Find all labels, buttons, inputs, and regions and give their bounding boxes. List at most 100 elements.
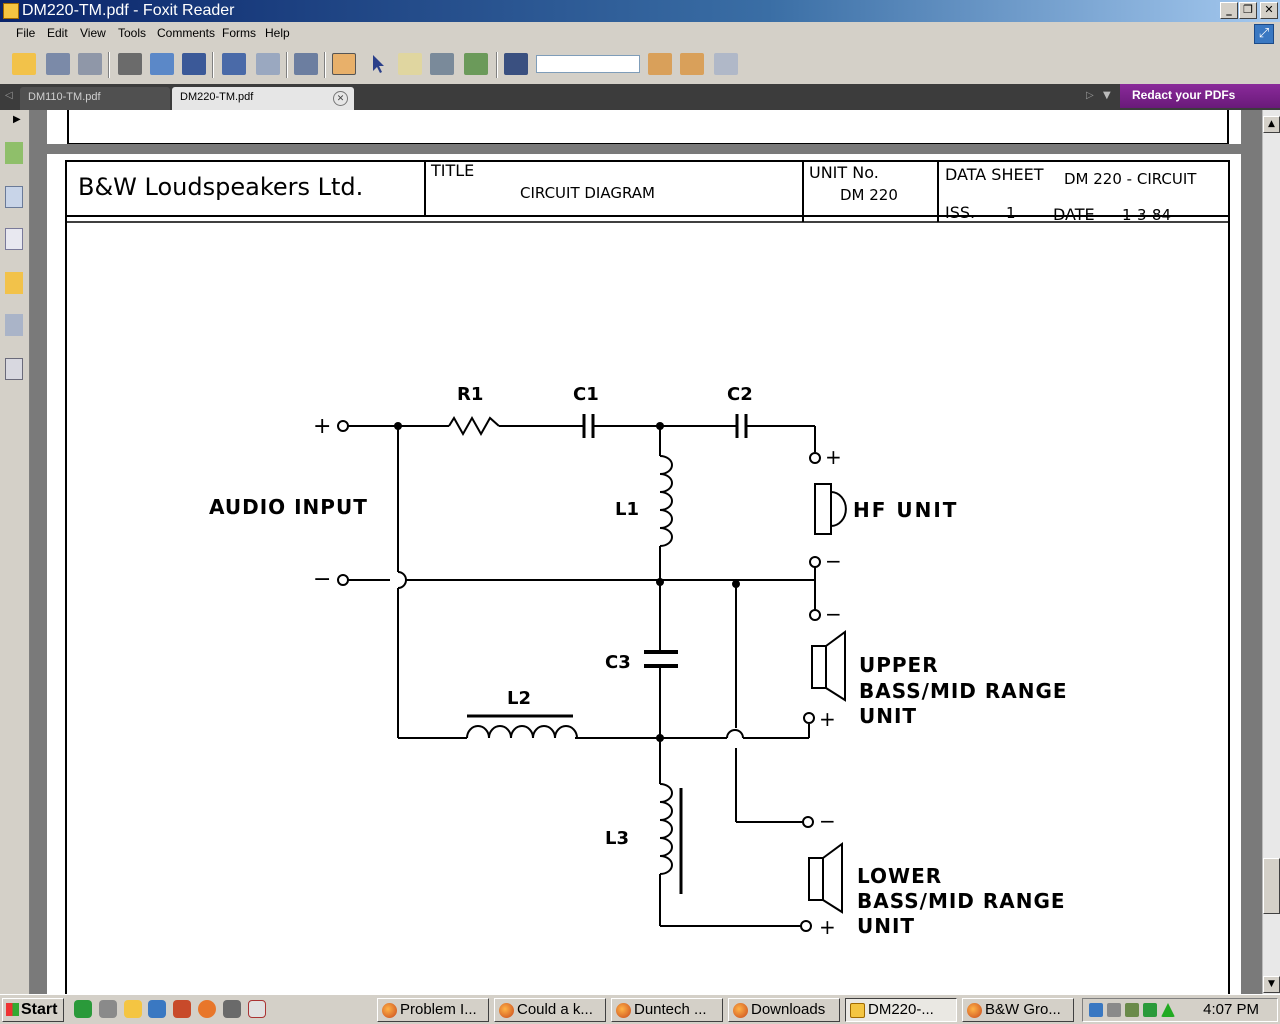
navigation-panel: ▶ bbox=[0, 110, 30, 994]
properties-icon[interactable] bbox=[256, 53, 280, 75]
task-label: Duntech ... bbox=[634, 1001, 707, 1018]
title-bar: DM220-TM.pdf - Foxit Reader _ ❐ ✕ bbox=[0, 0, 1280, 22]
tab-dm220[interactable]: DM220-TM.pdf ✕ bbox=[172, 87, 354, 110]
taskbar: Start Problem I... Could a k... Duntech … bbox=[0, 994, 1280, 1024]
document-view[interactable]: B&W Loudspeakers Ltd. TITLE CIRCUIT DIAG… bbox=[30, 110, 1262, 994]
tab-scroll-right-icon[interactable]: ▷ bbox=[1086, 90, 1094, 101]
lower-label-3: UNIT bbox=[857, 914, 915, 938]
company-name: B&W Loudspeakers Ltd. bbox=[78, 173, 363, 201]
pages-icon[interactable] bbox=[5, 186, 23, 208]
task-button[interactable]: Downloads bbox=[728, 998, 840, 1022]
quicklaunch-app-icon[interactable] bbox=[74, 1000, 92, 1018]
redact-promo[interactable]: Redact your PDFs bbox=[1120, 84, 1280, 108]
upper-label-2: BASS/MID RANGE bbox=[859, 679, 1068, 703]
hf-minus-label: − bbox=[825, 549, 842, 573]
quicklaunch-firefox-icon[interactable] bbox=[198, 1000, 216, 1018]
task-label: B&W Gro... bbox=[985, 1001, 1061, 1018]
toolbar bbox=[0, 44, 1280, 85]
print-icon[interactable] bbox=[118, 53, 142, 75]
task-button[interactable]: Duntech ... bbox=[611, 998, 723, 1022]
tray-safe-remove-icon[interactable] bbox=[1143, 1003, 1157, 1017]
l2-label: L2 bbox=[507, 688, 531, 709]
unit-label: UNIT No. bbox=[809, 163, 879, 182]
quicklaunch-gimp-icon[interactable] bbox=[223, 1000, 241, 1018]
quicklaunch-foxit-icon[interactable] bbox=[124, 1000, 142, 1018]
upper-minus-label: − bbox=[825, 602, 842, 626]
task-button[interactable]: Could a k... bbox=[494, 998, 606, 1022]
lower-label-2: BASS/MID RANGE bbox=[857, 889, 1066, 913]
tab-list-icon[interactable]: ▼ bbox=[1103, 90, 1111, 101]
hf-plus-label: + bbox=[825, 445, 842, 469]
find-options-icon[interactable] bbox=[714, 53, 738, 75]
lower-minus-label: − bbox=[819, 809, 836, 833]
scroll-thumb[interactable] bbox=[1263, 858, 1280, 914]
quicklaunch-antenna-icon[interactable] bbox=[173, 1000, 191, 1018]
firefox-icon bbox=[499, 1003, 514, 1018]
layers-icon[interactable] bbox=[5, 228, 23, 250]
signature-icon[interactable] bbox=[5, 358, 23, 380]
date-value: 1-3-84 bbox=[1122, 206, 1171, 224]
menu-tools[interactable]: Tools bbox=[118, 26, 147, 40]
find-input[interactable] bbox=[536, 55, 640, 73]
menu-edit[interactable]: Edit bbox=[47, 26, 68, 40]
quicklaunch-ie-icon[interactable] bbox=[148, 1000, 166, 1018]
save-all-icon[interactable] bbox=[78, 53, 102, 75]
close-button[interactable]: ✕ bbox=[1260, 2, 1278, 19]
foxit-app-icon bbox=[3, 3, 19, 19]
hand-tool-icon[interactable] bbox=[332, 53, 356, 75]
clock[interactable]: 4:07 PM bbox=[1203, 1001, 1259, 1018]
typewriter-icon[interactable] bbox=[464, 53, 488, 75]
datasheet-value: DM 220 - CIRCUIT bbox=[1064, 170, 1197, 188]
menu-view[interactable]: View bbox=[80, 26, 106, 40]
tray-alert-icon[interactable] bbox=[1161, 1003, 1175, 1017]
save-icon[interactable] bbox=[46, 53, 70, 75]
comments-icon[interactable] bbox=[5, 272, 23, 294]
email-icon[interactable] bbox=[150, 53, 174, 75]
attachment-icon[interactable] bbox=[5, 314, 23, 336]
lower-plus-label: + bbox=[819, 915, 836, 939]
volume-icon[interactable] bbox=[1107, 1003, 1121, 1017]
unit-value: DM 220 bbox=[840, 186, 898, 204]
tab-scroll-left-icon[interactable]: ◁ bbox=[5, 90, 13, 101]
quicklaunch-alien-icon[interactable] bbox=[99, 1000, 117, 1018]
c2-label: C2 bbox=[727, 384, 753, 405]
menu-file[interactable]: File bbox=[16, 26, 36, 40]
task-button-active[interactable]: DM220-... bbox=[845, 998, 957, 1022]
find-previous-icon[interactable] bbox=[648, 53, 672, 75]
l1-label: L1 bbox=[615, 499, 639, 520]
bookmarks-icon[interactable] bbox=[5, 142, 23, 164]
task-button[interactable]: Problem I... bbox=[377, 998, 489, 1022]
monitor-icon[interactable] bbox=[222, 53, 246, 75]
menu-help[interactable]: Help bbox=[265, 26, 290, 40]
quicklaunch-calendar-icon[interactable] bbox=[248, 1000, 266, 1018]
binoculars-icon[interactable] bbox=[504, 53, 528, 75]
date-label: DATE bbox=[1053, 205, 1095, 224]
vertical-scrollbar[interactable]: ▲ ▼ bbox=[1262, 110, 1280, 994]
select-text-icon[interactable] bbox=[398, 53, 422, 75]
scan-icon[interactable] bbox=[294, 53, 318, 75]
menu-comments[interactable]: Comments bbox=[157, 26, 216, 40]
pdf-page: B&W Loudspeakers Ltd. TITLE CIRCUIT DIAG… bbox=[47, 154, 1241, 994]
input-plus-label: + bbox=[313, 414, 331, 439]
task-label: Could a k... bbox=[517, 1001, 593, 1018]
facebook-icon[interactable] bbox=[182, 53, 206, 75]
scroll-up-icon[interactable]: ▲ bbox=[1263, 116, 1280, 133]
close-tab-icon[interactable]: ✕ bbox=[333, 91, 348, 106]
firefox-icon bbox=[382, 1003, 397, 1018]
select-arrow-icon[interactable] bbox=[366, 53, 390, 75]
tray-app-icon[interactable] bbox=[1125, 1003, 1139, 1017]
open-folder-icon[interactable] bbox=[12, 53, 36, 75]
tab-dm110[interactable]: DM110-TM.pdf bbox=[20, 87, 170, 110]
start-button[interactable]: Start bbox=[2, 998, 64, 1022]
scroll-down-icon[interactable]: ▼ bbox=[1263, 976, 1280, 993]
find-next-icon[interactable] bbox=[680, 53, 704, 75]
snapshot-icon[interactable] bbox=[430, 53, 454, 75]
network-icon[interactable] bbox=[1089, 1003, 1103, 1017]
menu-forms[interactable]: Forms bbox=[222, 26, 256, 40]
task-button[interactable]: B&W Gro... bbox=[962, 998, 1074, 1022]
fullscreen-icon[interactable]: ⤢ bbox=[1254, 24, 1274, 44]
restore-button[interactable]: ❐ bbox=[1239, 2, 1257, 19]
c1-label: C1 bbox=[573, 384, 599, 405]
minimize-button[interactable]: _ bbox=[1220, 2, 1238, 19]
expand-panel-icon[interactable]: ▶ bbox=[13, 114, 21, 125]
